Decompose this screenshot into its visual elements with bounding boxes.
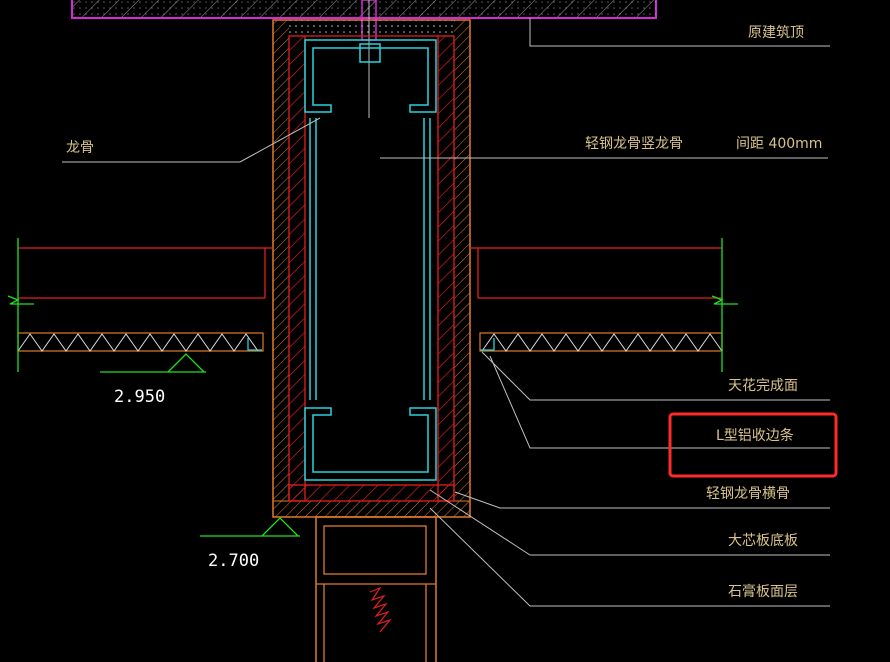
label-spacing: 间距 400mm <box>736 136 822 152</box>
ceiling-left <box>7 238 273 372</box>
bulkhead-outer <box>272 19 471 518</box>
label-light-steel-cross: 轻钢龙骨横骨 <box>706 486 790 502</box>
highlight-box <box>668 412 838 478</box>
label-keel: 龙骨 <box>66 140 94 156</box>
original-slab <box>71 0 657 19</box>
label-l-trim: L型铝收边条 <box>716 427 794 444</box>
level-marker-lower <box>200 517 300 537</box>
leader-lines <box>62 18 830 607</box>
wall-below <box>315 516 437 662</box>
label-light-steel-stud: 轻钢龙骨竖龙骨 <box>585 136 683 152</box>
level-lower-text: 2.700 <box>208 551 259 571</box>
steel-stud-frame <box>304 39 437 481</box>
label-original-ceiling: 原建筑顶 <box>748 25 804 41</box>
level-upper-text: 2.950 <box>114 387 165 407</box>
level-marker-upper <box>100 353 206 373</box>
ceiling-right <box>470 238 738 372</box>
l-trim-pieces <box>247 338 495 351</box>
blockboard-layer <box>288 35 455 502</box>
label-ceiling-finish: 天花完成面 <box>728 378 798 394</box>
label-blockboard-base: 大芯板底板 <box>728 533 798 549</box>
label-gypsum-face: 石膏板面层 <box>728 583 798 600</box>
